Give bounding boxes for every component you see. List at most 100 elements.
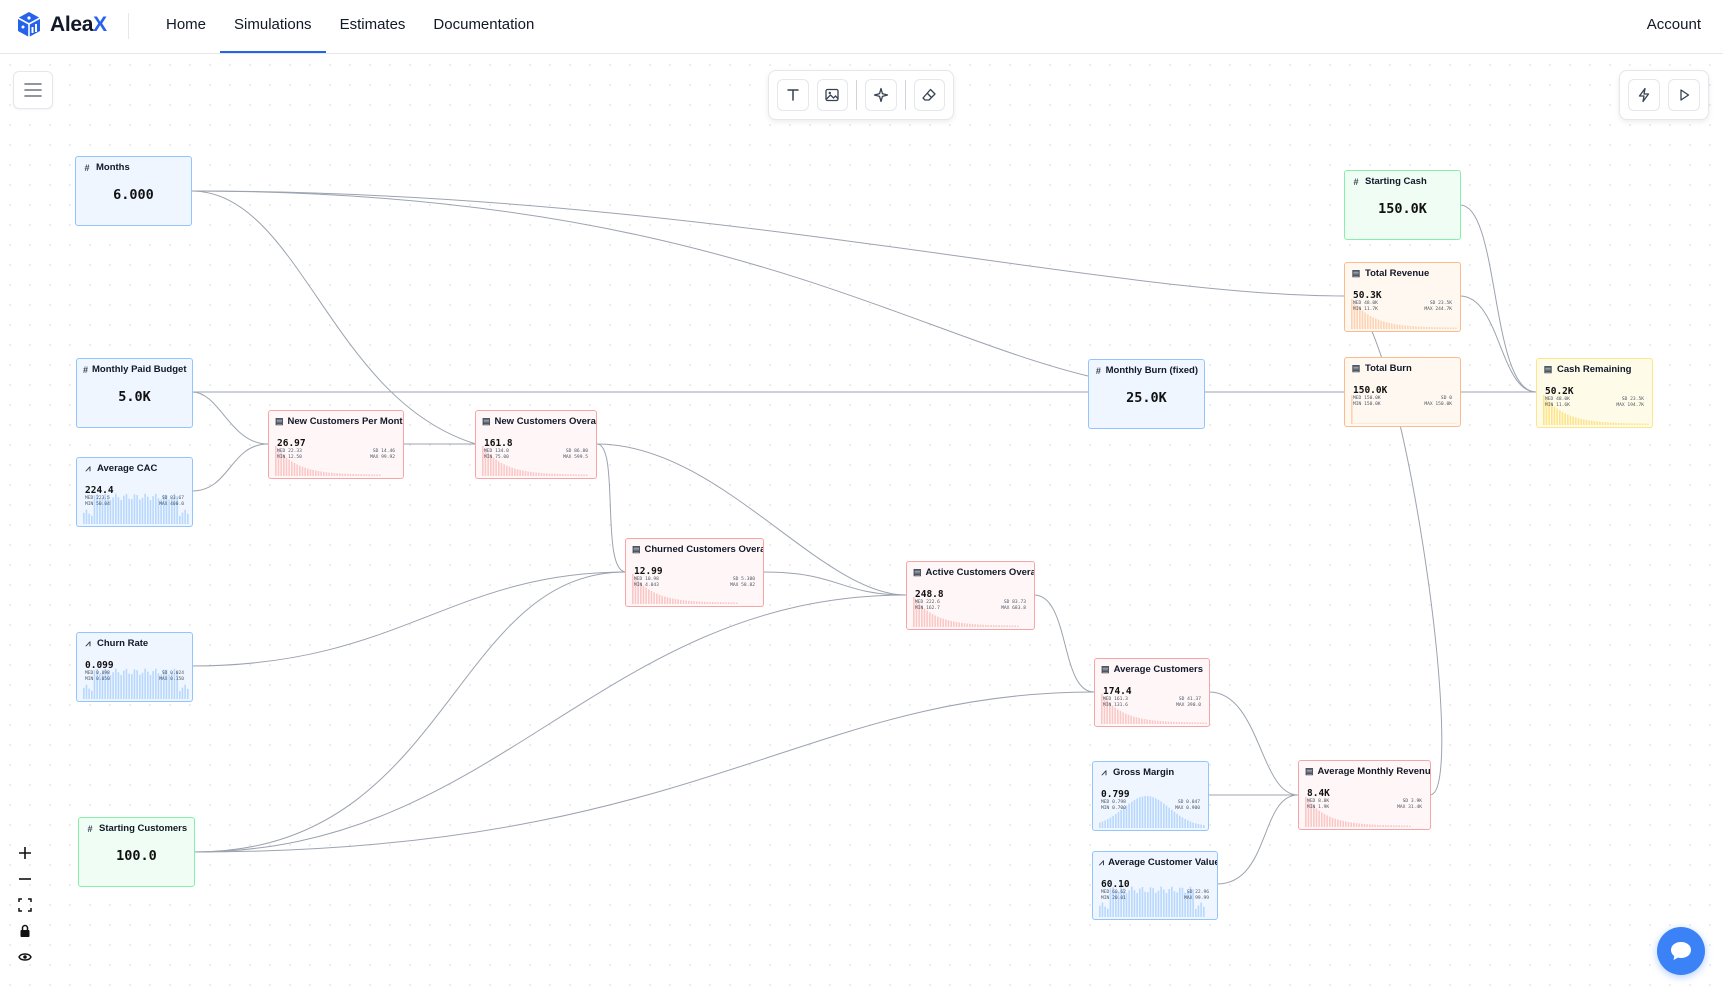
node-cash-remaining[interactable]: ▤Cash Remaining 50.2K MED 48.0KMIN 11.6K…: [1536, 358, 1653, 428]
flow-canvas[interactable]: [0, 55, 1723, 988]
distribution-icon: ⩘: [1099, 857, 1104, 868]
node-average-cac[interactable]: ⩘Average CAC 224.4 MED 223.5MIN 50.04 SD…: [76, 457, 193, 527]
histogram-bar: [91, 691, 93, 699]
histogram-bar: [926, 611, 928, 627]
histogram-bar: [1447, 327, 1449, 329]
histogram-bar: [1382, 825, 1384, 827]
chat-button[interactable]: [1657, 927, 1705, 975]
histogram-bar: [961, 623, 963, 627]
node-starting-customers[interactable]: #Starting Customers 100.0: [78, 817, 195, 887]
node-title: Starting Customers: [99, 823, 187, 834]
node-new-customers-overall[interactable]: ▤New Customers Overall 161.8 MED 134.0MI…: [475, 410, 597, 479]
nav-home[interactable]: Home: [152, 0, 220, 54]
node-churn-rate[interactable]: ⩘Churn Rate 0.099 MED 0.098MIN 0.050 SD …: [76, 632, 193, 702]
node-total-revenue[interactable]: ▤Total Revenue 50.3K MED 48.0KMIN 11.7K …: [1344, 262, 1461, 332]
zoom-out-button[interactable]: [14, 870, 36, 888]
histogram-bar: [972, 624, 974, 627]
image-tool-icon: [824, 87, 840, 103]
node-stats-left: MED 0.798MIN 0.700: [1101, 800, 1126, 811]
visibility-button[interactable]: [14, 948, 36, 966]
histogram-bar: [366, 474, 368, 476]
histogram-bar: [296, 464, 298, 476]
histogram-bar: [1620, 423, 1622, 425]
histogram-bar: [993, 625, 995, 627]
histogram-bar: [1182, 888, 1184, 917]
histogram-bar: [1170, 722, 1172, 724]
node-stats-left: MED 48.0KMIN 11.6K: [1545, 397, 1570, 408]
quick-run-button[interactable]: [1628, 79, 1660, 111]
text-tool-button[interactable]: [777, 79, 809, 111]
histogram-bar: [1359, 423, 1361, 424]
histogram-bar: [538, 473, 540, 476]
histogram-bar: [120, 500, 122, 524]
zoom-in-button[interactable]: [14, 844, 36, 862]
node-total-burn[interactable]: ▤Total Burn 150.0K MED 150.0KMIN 150.0K …: [1344, 357, 1461, 427]
node-stats-left: MED 10.98MIN 4.043: [634, 577, 659, 588]
node-title: Total Burn: [1365, 363, 1412, 374]
histogram-bar: [982, 625, 984, 627]
histogram-bar: [1394, 324, 1396, 329]
histogram-bar: [541, 473, 543, 476]
histogram-bar: [929, 612, 931, 627]
app-logo[interactable]: AleaX: [16, 11, 107, 39]
hash-icon: #: [1351, 177, 1361, 187]
nav-estimates[interactable]: Estimates: [326, 0, 420, 54]
histogram-bar: [498, 461, 500, 476]
node-churned-customers-overall[interactable]: ▤Churned Customers Overall 12.99 MED 10.…: [625, 538, 764, 607]
nav-simulations[interactable]: Simulations: [220, 0, 326, 54]
ai-assist-button[interactable]: [865, 79, 897, 111]
histogram-bar: [1402, 325, 1404, 329]
run-simulation-button[interactable]: [1668, 79, 1700, 111]
histogram-bar: [506, 466, 508, 476]
node-monthly-paid-budget[interactable]: #Monthly Paid Budget 5.0K: [76, 358, 193, 428]
histogram-bar: [551, 474, 553, 476]
node-title: Gross Margin: [1113, 767, 1174, 778]
histogram-bar: [115, 669, 117, 699]
eraser-button[interactable]: [914, 79, 946, 111]
fit-view-button[interactable]: [14, 896, 36, 914]
histogram-bar: [1455, 423, 1457, 424]
node-active-customers-overall[interactable]: ▤Active Customers Overall 248.8 MED 222.…: [906, 561, 1035, 630]
account-link[interactable]: Account: [1647, 0, 1701, 50]
image-tool-button[interactable]: [817, 79, 849, 111]
histogram-bar: [1150, 887, 1152, 917]
histogram-bar: [1388, 825, 1390, 827]
node-months[interactable]: #Months 6.000: [75, 156, 192, 226]
histogram-bar: [1375, 319, 1377, 329]
histogram-bar: [136, 670, 138, 699]
node-gross-margin[interactable]: ⩘Gross Margin 0.799 MED 0.798MIN 0.700 S…: [1092, 761, 1209, 831]
histogram-bar: [656, 594, 658, 604]
node-average-monthly-revenue[interactable]: ▤Average Monthly Revenue 8.4K MED 8.0KMI…: [1298, 760, 1431, 830]
histogram-bar: [318, 471, 320, 476]
histogram-bar: [1444, 423, 1446, 424]
histogram-bar: [1337, 820, 1339, 827]
node-starting-cash[interactable]: #Starting Cash 150.0K: [1344, 170, 1461, 240]
histogram-bar: [134, 669, 136, 699]
histogram-bar: [1415, 326, 1417, 329]
node-average-customers[interactable]: ▤Average Customers 174.4 MED 161.3MIN 13…: [1094, 658, 1210, 727]
histogram-bar: [91, 516, 93, 524]
histogram-bar: [1179, 816, 1181, 828]
histogram-bar: [583, 474, 585, 476]
histogram-bar: [1142, 887, 1144, 917]
nav-documentation[interactable]: Documentation: [419, 0, 548, 54]
histogram-bar: [980, 625, 982, 627]
histogram-bar: [1131, 802, 1133, 828]
histogram-bar: [1202, 722, 1204, 724]
histogram-bar: [691, 601, 693, 604]
histogram-bar: [1184, 722, 1186, 724]
histogram-bar: [1596, 422, 1598, 425]
histogram-bar: [1139, 889, 1141, 917]
node-new-customers-per-month[interactable]: ▤New Customers Per Month 26.97 MED 22.33…: [268, 410, 404, 479]
histogram-bar: [1163, 890, 1165, 917]
histogram-bar: [1147, 892, 1149, 917]
histogram-bar: [1412, 423, 1414, 424]
histogram-bar: [86, 685, 88, 699]
menu-button[interactable]: [13, 71, 53, 109]
node-monthly-burn-fixed[interactable]: #Monthly Burn (fixed) 25.0K: [1088, 359, 1205, 429]
histogram-bar: [142, 673, 144, 699]
lock-button[interactable]: [14, 922, 36, 940]
node-average-customer-value[interactable]: ⩘Average Customer Value 60.10 MED 60.62M…: [1092, 851, 1218, 920]
histogram-bar: [152, 671, 154, 699]
histogram-bar: [1366, 824, 1368, 827]
